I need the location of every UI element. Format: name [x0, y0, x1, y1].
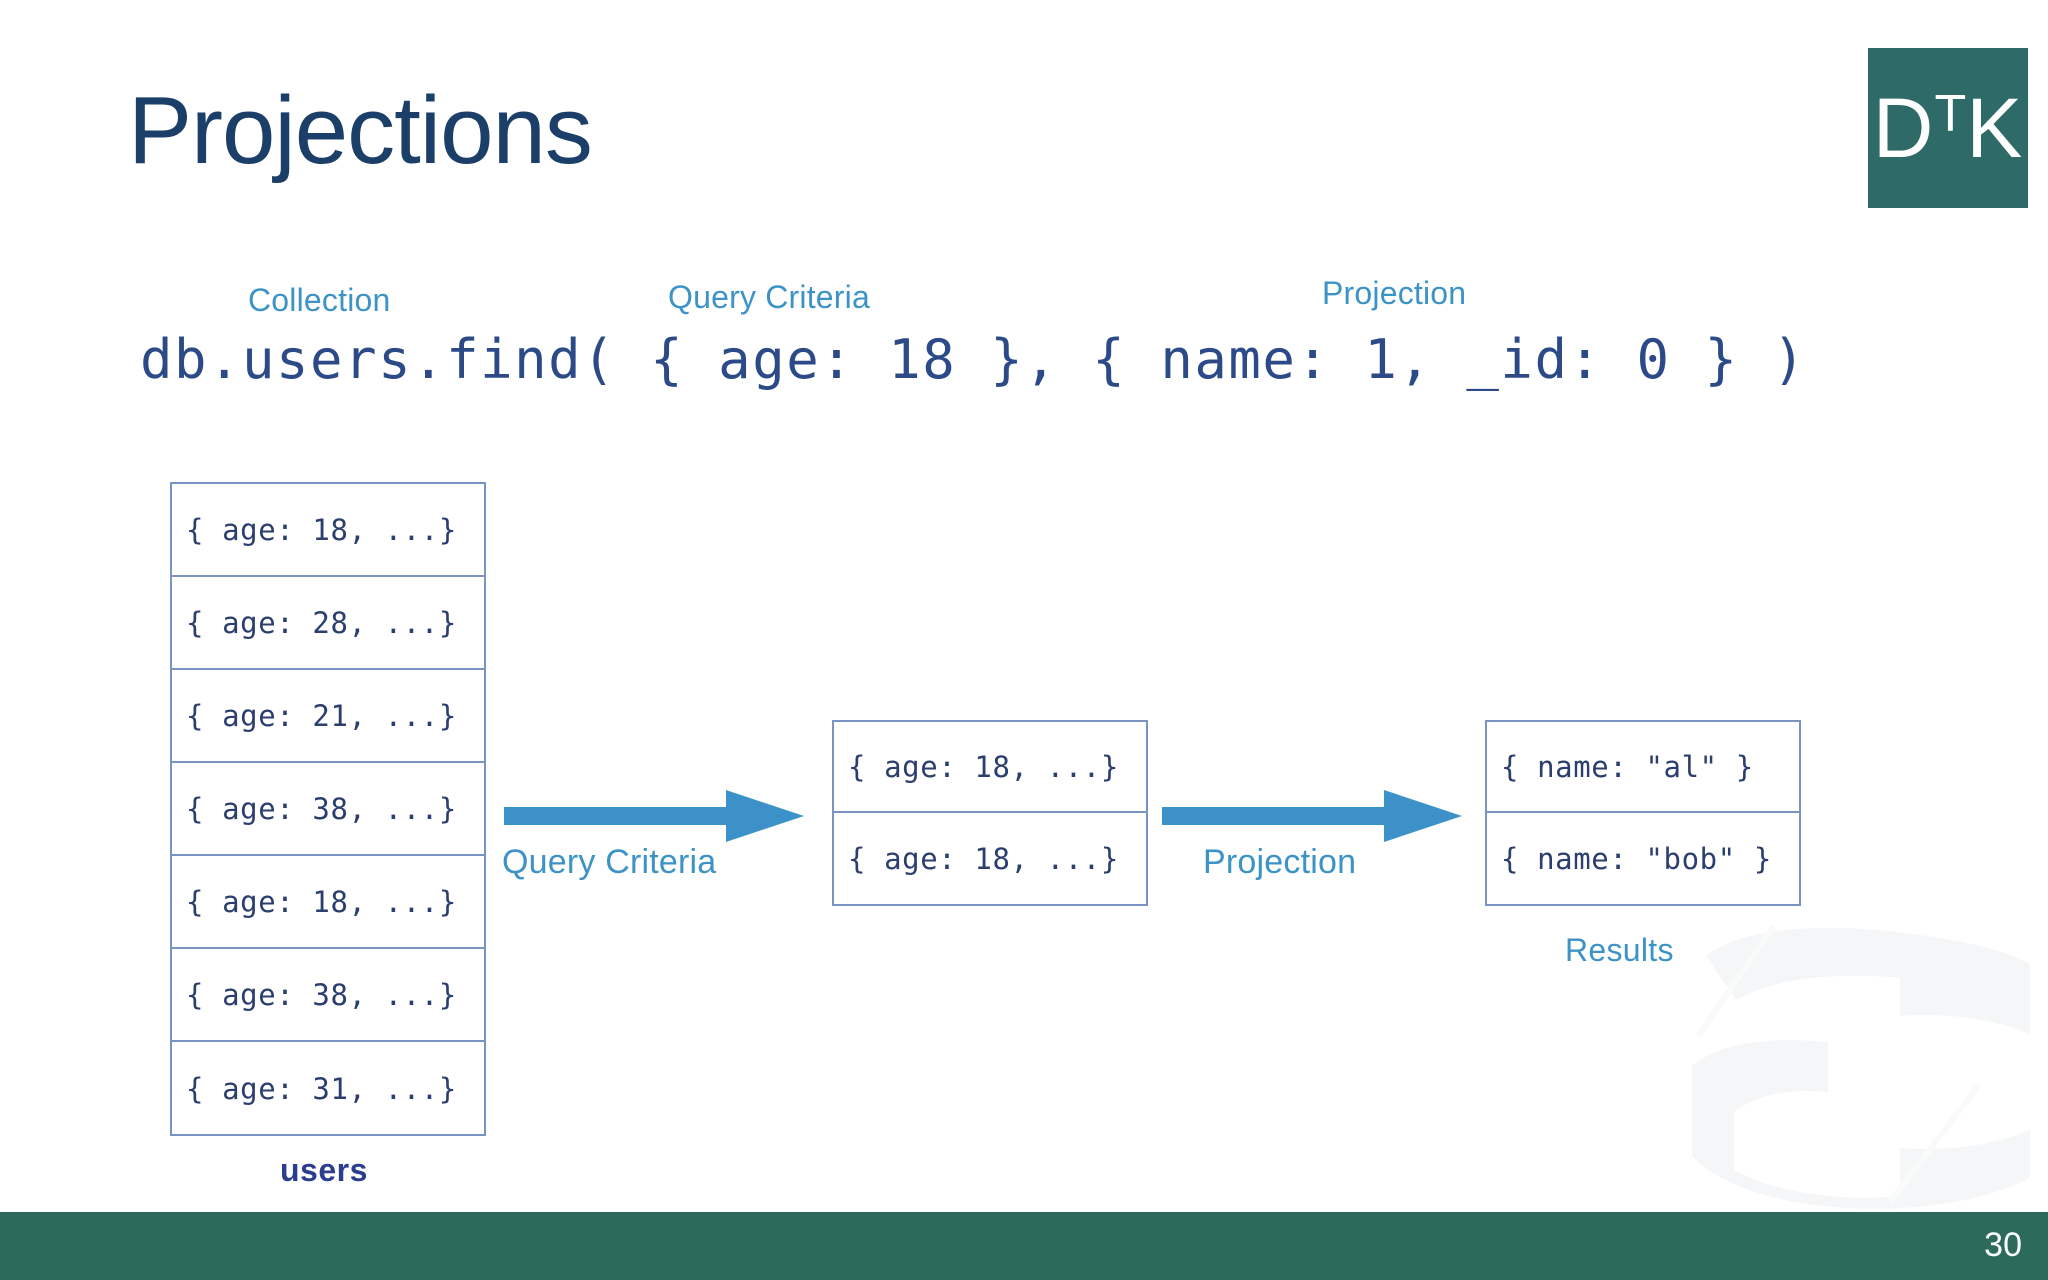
query-criteria-arrow: [504, 788, 804, 844]
list-item: { name: "al" }: [1487, 722, 1799, 813]
projection-arrow: [1162, 788, 1462, 844]
document-text: { age: 21, ...}: [186, 698, 457, 733]
results-box: { name: "al" } { name: "bob" }: [1485, 720, 1801, 906]
results-caption: Results: [1565, 932, 1674, 968]
logo-letter-t: T: [1934, 85, 1967, 143]
list-item: { name: "bob" }: [1487, 813, 1799, 904]
dtk-logo: DTK: [1868, 48, 2028, 208]
document-text: { age: 18, ...}: [186, 884, 457, 919]
list-item: { age: 31, ...}: [172, 1042, 484, 1135]
background-watermark-graphic: [1692, 924, 2030, 1209]
projection-arrow-label: Projection: [1203, 843, 1357, 881]
document-text: { name: "bob" }: [1501, 841, 1772, 876]
annotation-projection: Projection: [1322, 275, 1467, 311]
page-number: 30: [1984, 1226, 2022, 1264]
document-text: { age: 18, ...}: [848, 749, 1119, 784]
document-text: { age: 18, ...}: [186, 512, 457, 547]
list-item: { age: 18, ...}: [172, 856, 484, 949]
list-item: { age: 38, ...}: [172, 949, 484, 1042]
list-item: { age: 18, ...}: [172, 484, 484, 577]
list-item: { age: 21, ...}: [172, 670, 484, 763]
users-collection-box: { age: 18, ...} { age: 28, ...} { age: 2…: [170, 482, 486, 1136]
list-item: { age: 28, ...}: [172, 577, 484, 670]
arrow-right-icon: [504, 790, 804, 842]
users-collection-caption: users: [280, 1152, 368, 1188]
dtk-logo-text: DTK: [1873, 86, 2023, 170]
logo-letter-k: K: [1966, 81, 2024, 175]
list-item: { age: 38, ...}: [172, 763, 484, 856]
document-text: { age: 18, ...}: [848, 841, 1119, 876]
annotation-collection: Collection: [248, 282, 391, 318]
list-item: { age: 18, ...}: [834, 722, 1146, 813]
query-criteria-arrow-label: Query Criteria: [502, 843, 717, 881]
logo-letter-d: D: [1872, 81, 1935, 175]
page-title: Projections: [128, 77, 593, 184]
document-text: { name: "al" }: [1501, 749, 1754, 784]
list-item: { age: 18, ...}: [834, 813, 1146, 904]
filtered-documents-box: { age: 18, ...} { age: 18, ...}: [832, 720, 1148, 906]
code-statement: db.users.find( { age: 18 }, { name: 1, _…: [140, 328, 1807, 391]
annotation-query-criteria: Query Criteria: [668, 279, 870, 315]
document-text: { age: 38, ...}: [186, 791, 457, 826]
footer-bar: 30: [0, 1212, 2048, 1280]
document-text: { age: 28, ...}: [186, 605, 457, 640]
document-text: { age: 38, ...}: [186, 977, 457, 1012]
document-text: { age: 31, ...}: [186, 1071, 457, 1106]
arrow-right-icon: [1162, 790, 1462, 842]
